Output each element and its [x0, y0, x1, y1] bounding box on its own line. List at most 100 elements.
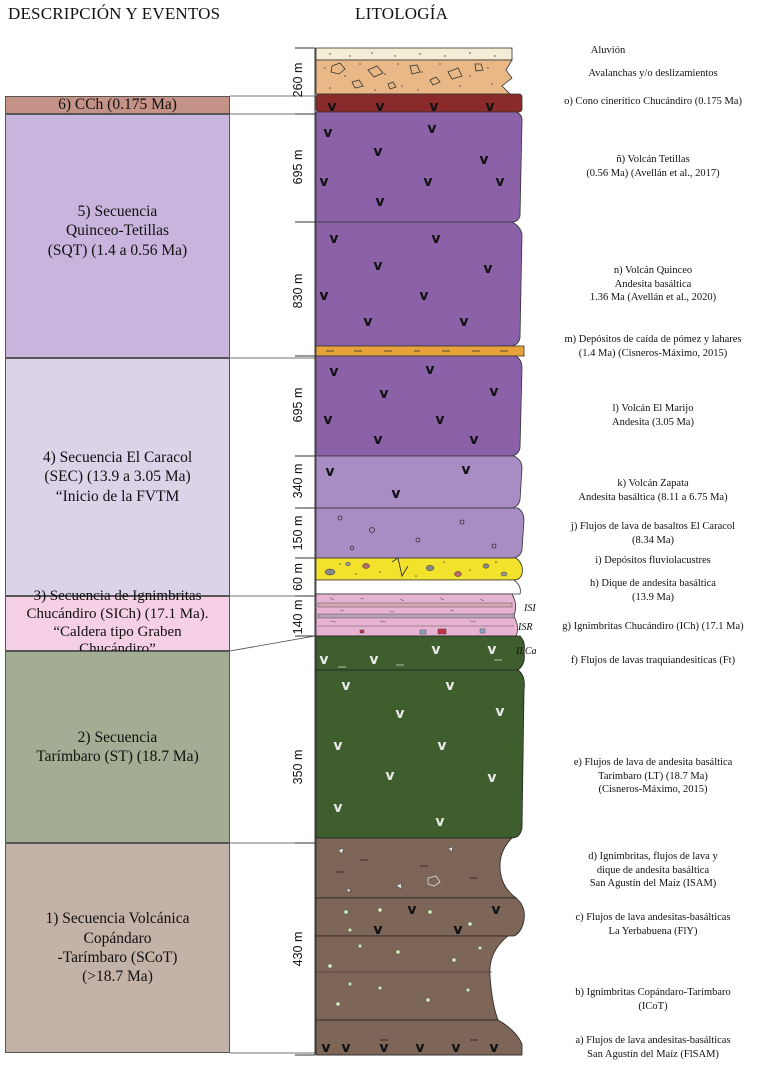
svg-text:v: v: [461, 462, 470, 478]
svg-text:v: v: [391, 486, 400, 502]
unit-label-h: h) Dique de andesita basáltica (13.9 Ma): [590, 578, 716, 603]
sequence-5-box: 5) Secuencia Quinceo-Tetillas (SQT) (1.4…: [5, 114, 230, 358]
svg-text:v: v: [369, 652, 378, 668]
svg-text:v: v: [341, 678, 350, 694]
svg-text:v: v: [435, 814, 444, 830]
icot-layer: [315, 935, 510, 1021]
svg-text:v: v: [419, 288, 428, 304]
svg-text:v: v: [437, 738, 446, 754]
zapata-layer: [315, 455, 523, 509]
dike-layer: [315, 579, 521, 595]
svg-text:v: v: [327, 99, 336, 115]
svg-text:v: v: [333, 800, 342, 816]
svg-text:v: v: [373, 144, 382, 160]
svg-text:v: v: [431, 642, 440, 658]
svg-text:v: v: [333, 738, 342, 754]
svg-text:v: v: [407, 902, 416, 918]
thickness-label-1: 260 m: [291, 62, 305, 98]
svg-text:v: v: [429, 99, 438, 115]
unit-label-k: k) Volcán Zapata Andesita basáltica (8.1…: [578, 478, 728, 503]
svg-text:v: v: [373, 432, 382, 448]
unit-label-e: e) Flujos de lava de andesita basáltica …: [573, 757, 733, 796]
svg-text:v: v: [319, 288, 328, 304]
svg-text:v: v: [363, 314, 372, 330]
unit-label-b: b) Ignimbritas Copándaro-Tarímbaro (ICoT…: [575, 987, 731, 1012]
unit-label-l: l) Volcán El Marijo Andesita (3.05 Ma): [612, 403, 694, 428]
svg-text:v: v: [491, 902, 500, 918]
isr-tag: ISR: [518, 622, 533, 633]
unit-label-o: o) Cono cinerítico Chucándiro (0.175 Ma): [564, 96, 742, 107]
unit-label-j: j) Flujos de lava de basaltos El Caracol…: [570, 521, 736, 546]
svg-text:v: v: [379, 1040, 388, 1056]
svg-text:v: v: [485, 99, 494, 115]
sequence-6-label: 6) CCh (0.175 Ma): [58, 96, 177, 114]
svg-text:v: v: [431, 231, 440, 247]
flsam-layer: [315, 1019, 523, 1056]
thickness-label-3: 830 m: [291, 273, 305, 309]
svg-text:v: v: [489, 384, 498, 400]
unit-label-n: n) Volcán Quinceo Andesita basáltica 1.3…: [589, 265, 717, 304]
unit-label-c: c) Flujos de lava andesitas-basálticas L…: [575, 912, 731, 937]
fluvio-layer: [315, 557, 523, 581]
svg-text:v: v: [459, 314, 468, 330]
isi-tag: ISI: [524, 603, 536, 614]
caracol-layer: [315, 507, 525, 559]
alluvium-layer: [315, 47, 513, 61]
svg-text:v: v: [435, 412, 444, 428]
svg-text:v: v: [375, 99, 384, 115]
svg-text:v: v: [487, 642, 496, 658]
thickness-label-2: 695 m: [291, 149, 305, 185]
thickness-label-9: 350 m: [291, 749, 305, 785]
svg-text:v: v: [373, 922, 382, 938]
sequence-2-box: 2) Secuencia Tarímbaro (ST) (18.7 Ma): [5, 651, 230, 843]
svg-text:v: v: [385, 768, 394, 784]
sequence-4-label: 4) Secuencia El Caracol (SEC) (13.9 a 3.…: [42, 448, 193, 505]
svg-text:v: v: [323, 412, 332, 428]
unit-label-f: f) Flujos de lavas traquiandesiticas (Ft…: [570, 655, 736, 666]
svg-text:v: v: [415, 1040, 424, 1056]
svg-text:v: v: [321, 1040, 330, 1056]
svg-text:v: v: [469, 432, 478, 448]
svg-text:v: v: [423, 174, 432, 190]
thickness-label-8: 140 m: [291, 599, 305, 635]
svg-text:v: v: [451, 1040, 460, 1056]
svg-text:v: v: [319, 174, 328, 190]
svg-text:v: v: [329, 231, 338, 247]
svg-text:v: v: [373, 258, 382, 274]
trachyandesite-layer: [315, 635, 525, 671]
thickness-label-6: 150 m: [291, 515, 305, 551]
unit-label-g: g) Ignimbritas Chucándiro (ICh) (17.1 Ma…: [562, 621, 744, 632]
sequence-2-label: 2) Secuencia Tarímbaro (ST) (18.7 Ma): [36, 728, 199, 765]
sequence-4-box: 4) Secuencia El Caracol (SEC) (13.9 a 3.…: [5, 358, 230, 596]
sequence-6-box: 6) CCh (0.175 Ma): [5, 96, 230, 114]
svg-text:v: v: [329, 364, 338, 380]
svg-text:v: v: [483, 261, 492, 277]
svg-text:v: v: [445, 678, 454, 694]
svg-text:v: v: [323, 125, 332, 141]
quinceo-layer: [315, 221, 523, 347]
svg-text:v: v: [495, 174, 504, 190]
svg-text:v: v: [375, 194, 384, 210]
svg-text:v: v: [395, 706, 404, 722]
sequence-5-label: 5) Secuencia Quinceo-Tetillas (SQT) (1.4…: [47, 202, 188, 259]
thickness-label-5: 340 m: [291, 463, 305, 499]
unit-label-m: m) Depósitos de caída de pómez y lahares…: [564, 334, 742, 359]
unit-label-aluvion: Aluvión: [590, 45, 626, 56]
isam-layer: [315, 837, 518, 899]
thickness-label-4: 695 m: [291, 387, 305, 423]
tarimbaro-layer: [315, 669, 525, 839]
svg-text:v: v: [487, 770, 496, 786]
svg-text:v: v: [379, 386, 388, 402]
thickness-label-7: 60 m: [291, 563, 305, 591]
description-header: DESCRIPCIÓN Y EVENTOS: [8, 4, 221, 23]
unit-label-d: d) Ignimbritas, flujos de lava y dique d…: [588, 851, 718, 890]
ilca-tag: ILCa: [516, 646, 537, 657]
yerbabuena-layer: [315, 897, 525, 937]
lithology-header: LITOLOGÍA: [355, 4, 449, 23]
tetillas-layer: [315, 111, 523, 223]
svg-text:v: v: [453, 922, 462, 938]
svg-text:v: v: [489, 1040, 498, 1056]
svg-text:v: v: [425, 362, 434, 378]
svg-text:v: v: [427, 121, 436, 137]
